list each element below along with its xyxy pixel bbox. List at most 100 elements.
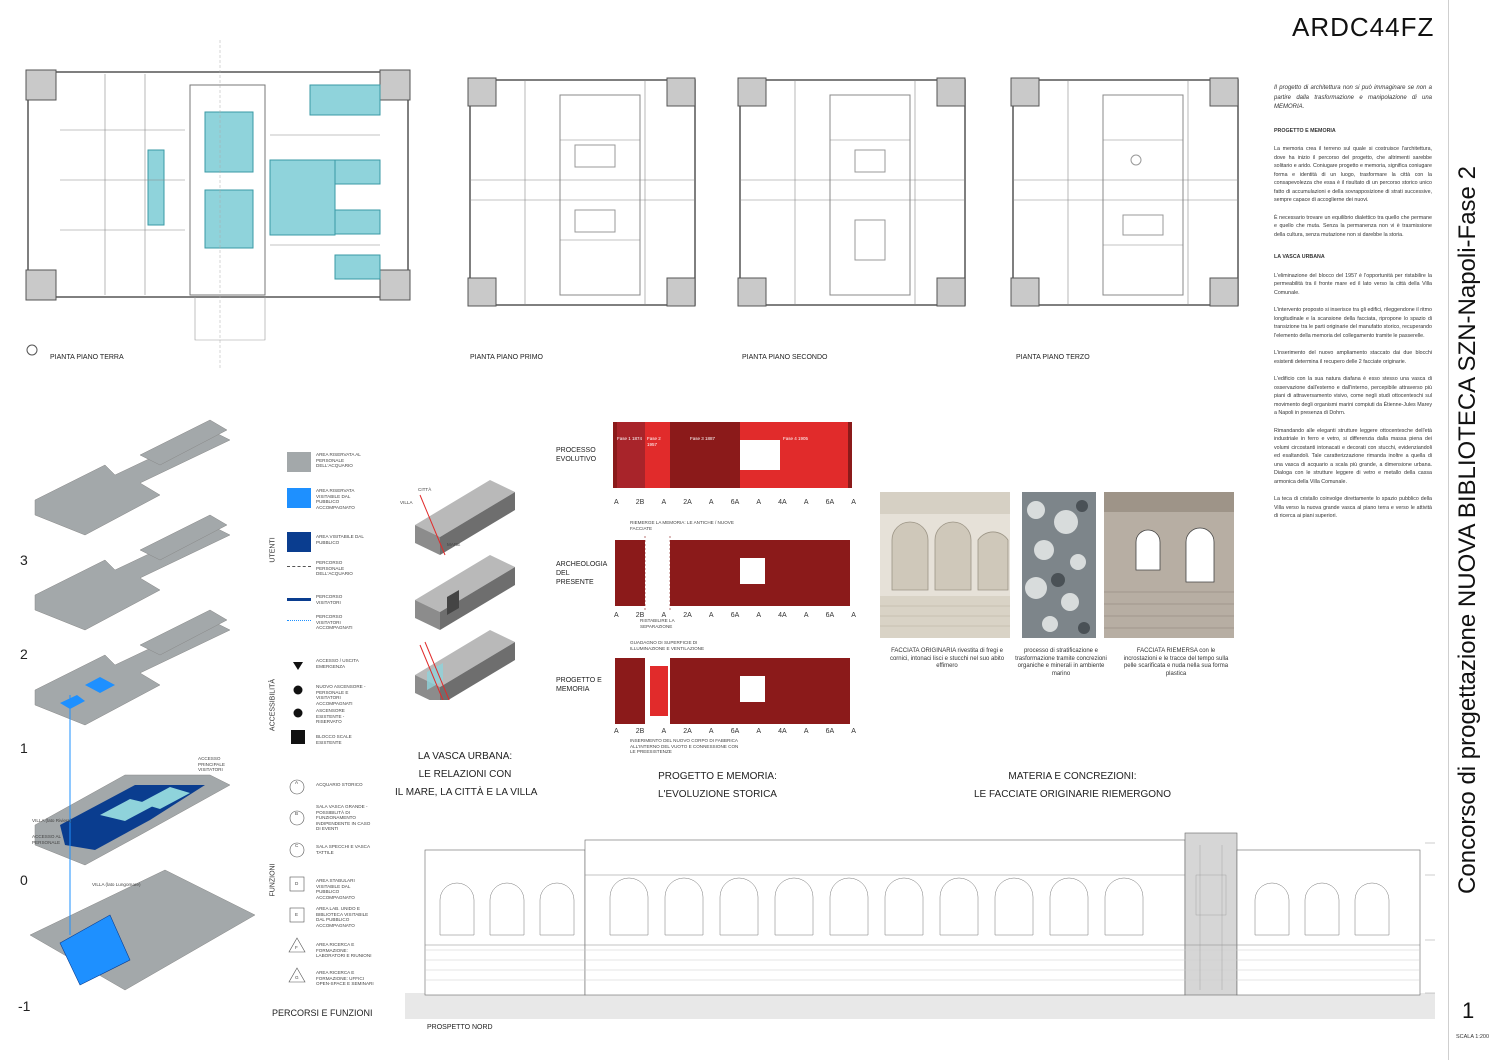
evolution-row-3 <box>615 658 850 724</box>
note-guadagno: GUADAGNO DI SUPERFICIE DI ILLUMINAZIONE … <box>630 640 705 651</box>
legend-function-g: AREA RICERCA E FORMAZIONE: UFFICI OPEN-S… <box>316 970 374 987</box>
legend-group-users: UTENTI <box>269 537 277 563</box>
function-key-e: E <box>295 912 299 917</box>
phase-3: Fase 3 1887 <box>690 436 716 441</box>
note-inserimento: INSERIMENTO DEL NUOVO CORPO DI FABBRICA … <box>630 738 739 755</box>
paragraph: L'eliminazione del blocco del 1957 è l'o… <box>1274 272 1432 296</box>
axo-floor-0 <box>34 774 231 866</box>
paragraph: L'intervento proposto si inserisce tra g… <box>1274 307 1432 339</box>
plan-label-second: PIANTA PIANO SECONDO <box>742 354 828 361</box>
swatch-staff-path <box>287 566 311 567</box>
plan-label-third: PIANTA PIANO TERZO <box>1016 354 1090 361</box>
swatch-light-blue <box>287 488 311 508</box>
paragraph: L'edificio con la sua natura diafana è e… <box>1274 376 1432 416</box>
evolution-label-2: ARCHEOLOGIA DEL PRESENTE <box>556 561 607 586</box>
heading-vasca-urbana: LA VASCA URBANA <box>1274 254 1325 260</box>
emergency-exit-icon <box>293 662 303 670</box>
scale-label: SCALA 1:200 <box>1456 1034 1490 1040</box>
paragraph: La memoria crea il terreno sul quale si … <box>1274 146 1432 203</box>
plan-third-floor <box>1010 77 1239 307</box>
function-key-g: G <box>295 975 299 980</box>
plan-ground-floor <box>25 40 411 370</box>
floor-plans <box>25 40 1239 370</box>
legend-function-e: AREA LAB. UNIDO E BIBLIOTECA VISITABILE … <box>316 906 369 928</box>
legend-function-f: AREA RICERCA E FORMAZIONE: LABORATORI E … <box>316 942 372 959</box>
caption-concretion: processo di stratificazione e trasformaz… <box>1015 648 1107 677</box>
competition-title: Concorso di progettazione NUOVA BIBLIOTE… <box>1454 166 1481 894</box>
label-villa: VILLA <box>400 500 413 505</box>
floor-number: 1 <box>20 740 28 756</box>
plan-second-floor <box>737 77 966 307</box>
function-key-c: C <box>295 843 299 848</box>
label-mare: MARE <box>447 542 461 547</box>
legend-user-1: AREA RISERVATA AL PERSONALE DELL'ACQUARI… <box>316 452 361 469</box>
legend-access-3: ASCENSORE ESISTENTE - RISERVATO <box>316 708 345 725</box>
legend-user-4: PERCORSO PERSONALE DELL'ACQUARIO <box>316 560 353 577</box>
project-code: ARDC44FZ <box>1292 12 1435 42</box>
new-elevator-icon <box>293 685 303 695</box>
concretion-texture-image <box>1022 492 1096 638</box>
legend-group-functions: FUNZIONI <box>269 863 277 897</box>
floor-number: 0 <box>20 872 28 888</box>
sidebar-divider <box>1448 0 1449 1060</box>
paragraph: Rimandando alle eleganti strutture legge… <box>1274 427 1432 485</box>
plan-first-floor <box>467 77 696 307</box>
axo-floor-3 <box>34 419 231 536</box>
phase-2: Fase 2 1957 <box>647 436 661 447</box>
axo-floor-2 <box>34 514 231 631</box>
legend-user-6: PERCORSO VISITATORI ACCOMPAGNATI <box>316 614 353 631</box>
axo-label-villa-riviera: VILLA (lato Riviera) <box>32 818 72 823</box>
paragraph: È necessario trovare un equilibrio diale… <box>1274 214 1432 238</box>
floor-number: -1 <box>18 998 31 1014</box>
function-key-d: D <box>295 881 299 886</box>
function-keys <box>288 779 306 983</box>
legend-function-d: AREA STABULARI VISITABILE DAL PUBBLICO A… <box>316 878 355 900</box>
paragraph: L'inserimento del nuovo ampliamento stac… <box>1274 350 1432 365</box>
swatch-dark-blue <box>287 532 311 552</box>
vasca-block-3 <box>415 630 515 700</box>
label-citta: CITTÀ <box>418 487 432 492</box>
axo-label-main-access: ACCESSO PRINCIPALE VISITATORI <box>198 756 225 773</box>
vasca-block-2 <box>415 555 515 630</box>
function-key-b: B <box>295 811 299 816</box>
function-key-f: F <box>295 945 298 950</box>
legend-access-1: ACCESSO / USCITA EMERGENZA <box>316 658 359 669</box>
axo-label-villa-lungomare: VILLA (lato Lungomare) <box>92 882 141 887</box>
axo-floor-minus-1 <box>29 869 256 991</box>
phase-4: Fase 4 1905 <box>783 436 809 441</box>
paragraph: La teca di cristallo coinvolge direttame… <box>1274 496 1432 519</box>
legend-access-4: BLOCCO SCALE ESISTENTE <box>316 734 352 745</box>
legend-group-access: ACCESSIBILITÀ <box>269 678 277 732</box>
caption-facade-reemerged: FACCIATA RIEMERSA con le incrostazioni e… <box>1123 648 1229 677</box>
elevation-label: PROSPETTO NORD <box>427 1024 493 1031</box>
vasca-title: LA VASCA URBANA: LE RELAZIONI CON IL MAR… <box>395 751 538 798</box>
facade-reemerged-image <box>1104 492 1234 638</box>
evolution-title: PROGETTO E MEMORIA: L'EVOLUZIONE STORICA <box>658 771 777 800</box>
north-elevation <box>405 832 1435 1019</box>
plan-label-first: PIANTA PIANO PRIMO <box>470 354 543 361</box>
caption-facade-original: FACCIATA ORIGINARIA rivestita di fregi e… <box>889 648 1005 669</box>
legend-user-3: AREA VISITABILE DAL PUBBLICO <box>316 534 364 545</box>
legend-user-5: PERCORSO VISITATORI <box>316 594 343 605</box>
phase-1: Fase 1 1874 <box>617 436 643 441</box>
intro-text: Il progetto di architettura non si può i… <box>1274 85 1432 110</box>
axonometric-stack <box>29 419 256 991</box>
evolution-row-1 <box>613 422 852 488</box>
legend-user-2: AREA RISERVATA VISITABILE DAL PUBBLICO A… <box>316 488 355 510</box>
legend-function-a: ACQUARIO STORICO <box>316 782 363 787</box>
vasca-block-1 <box>415 480 515 556</box>
stairs-icon <box>291 730 305 744</box>
materia-title: MATERIA E CONCREZIONI: LE FACCIATE ORIGI… <box>973 771 1172 800</box>
facade-images <box>880 492 1234 638</box>
evolution-row-2 <box>615 536 850 610</box>
evolution-diagrams <box>613 422 852 724</box>
note-ristabilire: RISTABILIRE LA SEPARAZIONE <box>640 618 675 629</box>
legend-function-c: SALA SPECCHI E VASCA TATTILE <box>316 844 370 855</box>
legend-access-2: NUOVO ASCENSORE - PERSONALE E VISITATORI… <box>316 684 366 706</box>
evolution-label-3: PROGETTO E MEMORIA <box>556 677 602 693</box>
floor-number: 3 <box>20 552 28 568</box>
access-symbols <box>291 662 305 744</box>
